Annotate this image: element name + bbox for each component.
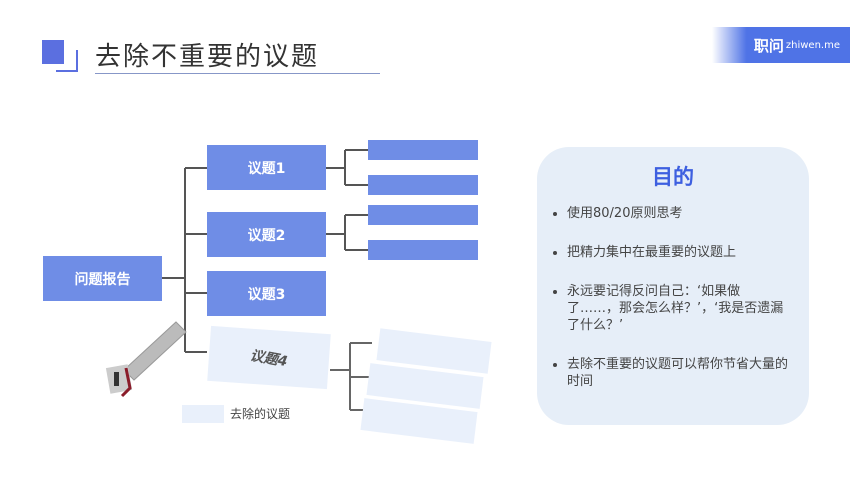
sub-node [368, 205, 478, 225]
logo-domain: zhiwen.me [785, 39, 840, 51]
legend-swatch [182, 405, 224, 423]
issue-4-label: 议题4 [248, 347, 289, 370]
legend-label: 去除的议题 [230, 407, 291, 421]
purpose-panel: 目的 使用80/20原则思考 把精力集中在最重要的议题上 永远要记得反问自己：‘… [537, 147, 809, 425]
sub-node [368, 240, 478, 260]
page-title: 去除不重要的议题 [95, 42, 320, 72]
purpose-heading: 目的 [652, 165, 694, 189]
logo: 职问 zhiwen.me [712, 27, 850, 63]
title-underline [95, 73, 380, 74]
sub-node [368, 175, 478, 195]
issue-node-2: 议题2 [207, 212, 326, 257]
title-icon-outline [56, 50, 78, 72]
root-node: 问题报告 [43, 256, 162, 301]
purpose-list: 使用80/20原则思考 把精力集中在最重要的议题上 永远要记得反问自己：‘如果做… [553, 205, 791, 412]
purpose-bullet: 使用80/20原则思考 [567, 205, 791, 222]
sub-node [368, 140, 478, 160]
purpose-bullet: 永远要记得反问自己：‘如果做了……，那会怎么样？’，‘我是否遗漏了什么？’ [567, 283, 791, 334]
issue-node-3: 议题3 [207, 271, 326, 316]
issue-node-1: 议题1 [207, 145, 326, 190]
logo-brand: 职问 [753, 36, 784, 55]
issue-node-4-removed: 议题4 [207, 325, 331, 390]
purpose-bullet: 把精力集中在最重要的议题上 [567, 244, 791, 261]
purpose-bullet: 去除不重要的议题可以帮你节省大量的时间 [567, 356, 791, 390]
title-icon [42, 40, 64, 64]
